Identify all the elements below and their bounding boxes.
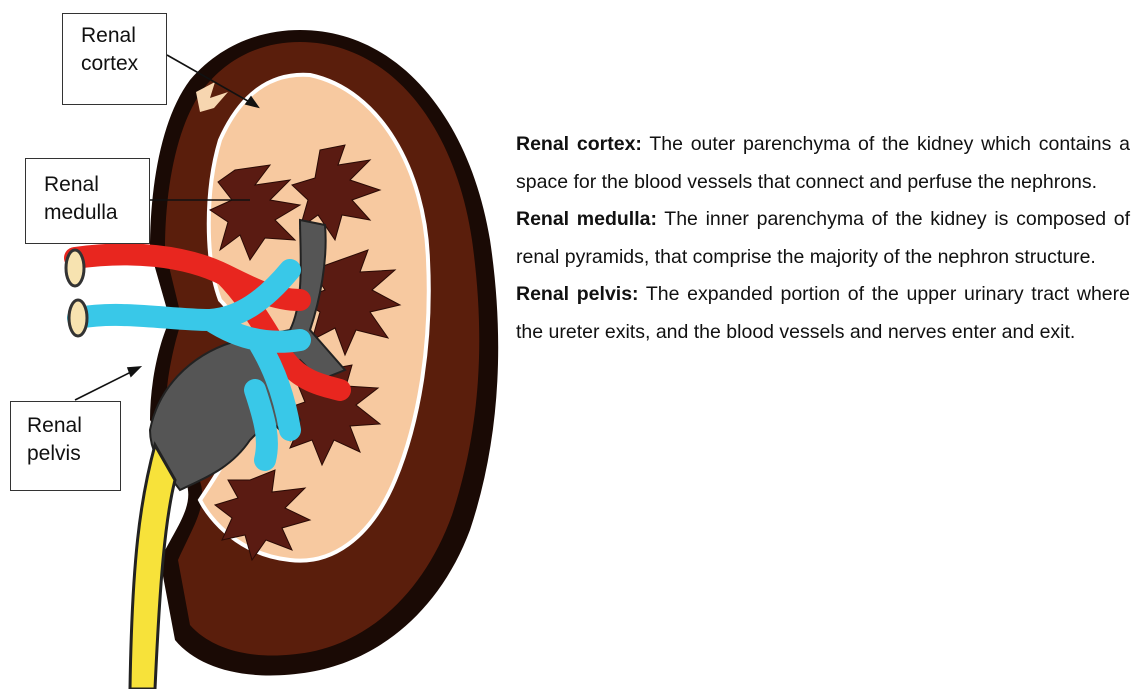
artery-opening — [66, 250, 84, 286]
label-renal-cortex: Renal cortex — [62, 13, 167, 105]
description-medulla: Renal medulla: The inner parenchyma of t… — [516, 201, 1130, 276]
term-pelvis: Renal pelvis: — [516, 283, 639, 305]
term-cortex: Renal cortex: — [516, 133, 642, 155]
term-medulla: Renal medulla: — [516, 208, 657, 230]
description-pelvis: Renal pelvis: The expanded portion of th… — [516, 276, 1130, 351]
label-renal-medulla: Renal medulla — [25, 158, 150, 244]
vein-opening — [69, 300, 87, 336]
label-renal-pelvis: Renal pelvis — [10, 401, 121, 491]
description-cortex: Renal cortex: The outer parenchyma of th… — [516, 126, 1130, 201]
descriptions-panel: Renal cortex: The outer parenchyma of th… — [516, 126, 1130, 352]
